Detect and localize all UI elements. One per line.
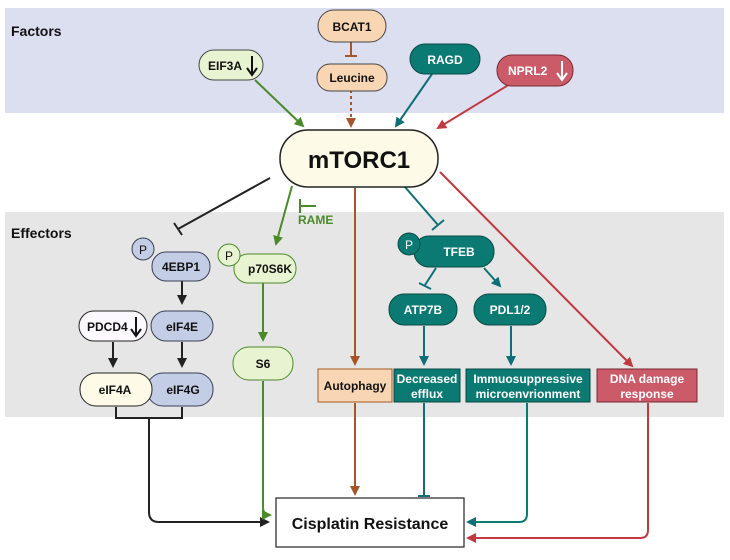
ragd-node: [409, 43, 481, 75]
tfeb-label: TFEB: [443, 245, 475, 259]
immunosuppressive-node: [465, 368, 591, 403]
s6-node: [232, 346, 294, 381]
tfeb-inhibit-atp7b-line: [424, 267, 437, 286]
immunosuppressive-label-line1: Immuosuppressive: [473, 372, 583, 386]
s6-to-cisplatin-arrow: [261, 381, 272, 520]
mtorc1-to-p70s6k-arrow: [273, 185, 293, 246]
factors-label: Factors: [11, 23, 62, 39]
4ebp1-phospho-label: P: [139, 243, 147, 257]
eif3a-to-mtorc1-arrow: [254, 79, 305, 128]
tfeb-phospho-marker: [397, 232, 421, 256]
autophagy-node: [317, 368, 393, 403]
mtorc1-to-dna-damage-arrow: [439, 171, 634, 368]
p70s6k-phospho-marker: [217, 243, 241, 267]
decreased-efflux-node: [393, 368, 461, 403]
cisplatin-resistance-label: Cisplatin Resistance: [292, 516, 449, 533]
pdcd4-label: PDCD4: [87, 320, 128, 334]
pdl12-node: [473, 293, 547, 326]
dna-damage-label-line2: response: [620, 387, 674, 401]
bcat1-label: BCAT1: [332, 20, 371, 34]
nprl2-label: NPRL2: [508, 64, 548, 78]
4ebp1-node: [151, 251, 211, 282]
eif4g-label: eIF4G: [166, 383, 199, 397]
immuno-to-cisplatin-arrow: [466, 403, 528, 527]
immunosuppressive-label-line2: microenvrionment: [476, 387, 581, 401]
pdl12-label: PDL1/2: [490, 303, 531, 317]
s6-label: S6: [256, 357, 271, 371]
effectors-label: Effectors: [11, 225, 72, 241]
tfeb-to-pdl12-arrow: [483, 267, 502, 288]
mtorc1-label: mTORC1: [308, 147, 410, 174]
bcat1-node: [317, 9, 387, 43]
4ebp1-label: 4EBP1: [162, 260, 200, 274]
ragd-label: RAGD: [427, 53, 463, 67]
p70s6k-label: p70S6K: [248, 262, 292, 276]
autophagy-label: Autophagy: [324, 379, 387, 393]
mtorc1-inhibit-4ebp1-line: [177, 177, 271, 230]
p70s6k-phospho-label: P: [225, 249, 233, 263]
mtorc1-inhibit-4ebp1-bar: [173, 222, 183, 236]
decreased-efflux-label-line1: Decreased: [397, 372, 458, 386]
ragd-to-mtorc1-arrow: [394, 73, 433, 128]
nprl2-node: [496, 54, 574, 87]
eif3a-label: EIF3A: [208, 59, 242, 73]
eif4-to-cisplatin-arrow: [148, 418, 270, 527]
decreased-efflux-label-line2: efflux: [411, 387, 443, 401]
eif4a-node: [79, 372, 153, 407]
eif3a-node: [198, 49, 264, 81]
rame-label: RAME: [298, 213, 333, 227]
mtorc1-inhibit-tfeb-bar: [431, 219, 445, 231]
atp7b-node: [388, 293, 458, 326]
down-arrow-icon: [556, 61, 568, 82]
leucine-node: [316, 63, 388, 92]
leucine-label: Leucine: [329, 71, 375, 85]
cisplatin-resistance-node: [275, 497, 465, 548]
dna-damage-to-cisplatin-arrow: [466, 403, 649, 543]
p70s6k-node: [233, 253, 297, 284]
eif4e-label: eIF4E: [166, 320, 198, 334]
mtorc1-inhibit-tfeb-line: [404, 186, 439, 226]
down-arrow-icon: [130, 317, 142, 338]
tfeb-phospho-label: P: [405, 238, 413, 252]
4ebp1-phospho-marker: [131, 237, 155, 261]
eif4a-label: eIF4A: [99, 383, 132, 397]
eif4e-node: [150, 310, 214, 342]
tfeb-inhibit-atp7b-bar: [418, 282, 432, 290]
mtorc1-node: [279, 129, 439, 188]
atp7b-label: ATP7B: [404, 303, 443, 317]
dna-damage-node: [596, 368, 698, 403]
nprl2-to-mtorc1-arrow: [436, 83, 511, 130]
down-arrow-icon: [246, 56, 258, 77]
pdcd4-node: [78, 310, 148, 342]
dna-damage-label-line1: DNA damage: [610, 372, 685, 386]
